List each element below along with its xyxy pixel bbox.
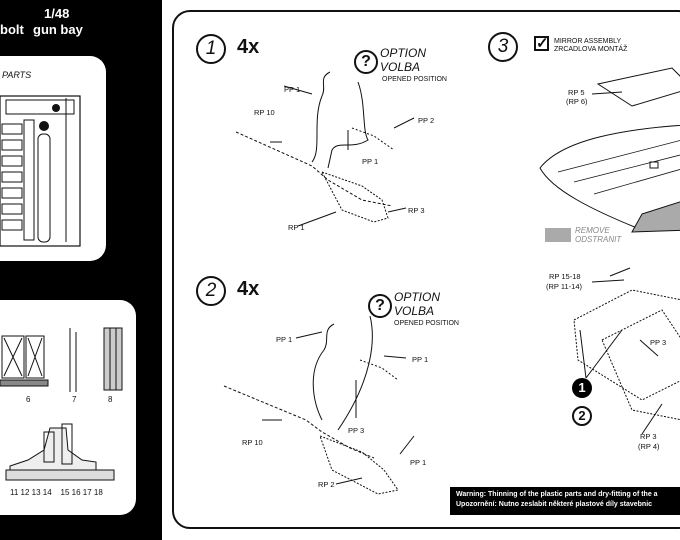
step-2-option-question-icon: ? (368, 294, 392, 318)
assembly-drawings (223, 67, 680, 495)
step-1-option-question-icon: ? (354, 50, 378, 74)
instruction-sheet: 1 4x ? OPTION VOLBA OPENED POSITION PP 1… (162, 0, 680, 540)
step-3-variant-1-badge: 1 (572, 378, 592, 398)
part-numbers-bottom: 11 12 13 14 15 16 17 18 (10, 488, 103, 497)
step-1-label-pp2: PP 2 (418, 116, 435, 125)
warning-bar: Warning: Thinning of the plastic parts a… (450, 487, 680, 515)
step-1-option-line1: OPTION (380, 46, 427, 60)
mirror-assembly-label: MIRROR ASSEMBLY ZRCADLOVA MONTÁŽ (554, 38, 627, 54)
mirror-assembly-line2: ZRCADLOVA MONTÁŽ (554, 46, 628, 53)
step-1-multiplier: 4x (237, 36, 260, 58)
parts-panel-bottom: 6 7 8 11 12 13 14 15 16 17 18 (0, 300, 136, 515)
parts-panel-top: PARTS (0, 56, 106, 261)
kit-title-left: bolt (0, 22, 24, 37)
step-1-label-pp1-top: PP 1 (284, 85, 301, 94)
parts-sidebar: 1/48 bolt gun bay PARTS (0, 0, 162, 540)
remove-label: REMOVE ODSTRANIT (575, 226, 621, 244)
step-3-label-rp5: RP 5 (568, 88, 585, 97)
step-1-option-sub: OPENED POSITION (382, 76, 447, 83)
step-1-label-rp1: RP 1 (288, 223, 305, 232)
step-3-label-rp3: RP 3 (640, 432, 657, 441)
parts-title: PARTS (2, 70, 32, 80)
step-2-label-rp2: RP 2 (318, 480, 335, 489)
photoetch-fret-drawing (0, 95, 81, 247)
step-2-multiplier: 4x (237, 278, 260, 300)
step-3-label-pp3: PP 3 (650, 338, 667, 347)
step-3-label-rp11-14: (RP 11-14) (546, 282, 582, 291)
step-2-label-pp3: PP 3 (348, 426, 365, 435)
step-2-option-label: OPTION VOLBA (394, 290, 440, 318)
step-2-marker: 2 (196, 276, 226, 306)
part-number-8: 8 (108, 395, 113, 404)
remove-line1: REMOVE (575, 226, 610, 235)
mirror-assembly-checkbox: ✓ (534, 35, 549, 52)
scale-label: 1/48 (44, 6, 70, 21)
step-1-option-label: OPTION VOLBA (380, 46, 426, 74)
step-1-label-rp3: RP 3 (408, 206, 425, 215)
warning-line1: Warning: Thinning of the plastic parts a… (456, 491, 658, 498)
step-2-label-pp1-low: PP 1 (410, 458, 427, 467)
step-3-label-rp15-18: RP 15-18 (549, 272, 581, 281)
part-number-7: 7 (72, 395, 77, 404)
step-2-label-pp1-left: PP 1 (276, 335, 293, 344)
step-2-option-sub: OPENED POSITION (394, 320, 459, 327)
parts-list-drawing (0, 327, 123, 481)
step-2-label-rp10: RP 10 (242, 438, 263, 447)
step-1-option-line2: VOLBA (380, 60, 421, 74)
step-2-option-line2: VOLBA (394, 304, 435, 318)
step-1-marker: 1 (196, 34, 226, 64)
kit-title-right: gun bay (33, 22, 83, 37)
step-3-label-rp6: (RP 6) (566, 97, 588, 106)
mirror-assembly-line1: MIRROR ASSEMBLY (554, 38, 622, 45)
step-3-variant-2-badge: 2 (572, 406, 592, 426)
warning-line2: Upozornění: Nutno zeslabit některé plast… (456, 501, 653, 508)
sheet-frame (172, 10, 680, 529)
step-1-label-rp10: RP 10 (254, 108, 275, 117)
step-3-label-rp4: (RP 4) (638, 442, 660, 451)
step-2-option-line1: OPTION (394, 290, 441, 304)
remove-swatch (545, 228, 571, 242)
step-2-label-pp1-right: PP 1 (412, 355, 429, 364)
step-1-label-pp1-mid: PP 1 (362, 157, 379, 166)
step-3-marker: 3 (488, 32, 518, 62)
part-number-6: 6 (26, 395, 31, 404)
remove-line2: ODSTRANIT (575, 235, 622, 244)
